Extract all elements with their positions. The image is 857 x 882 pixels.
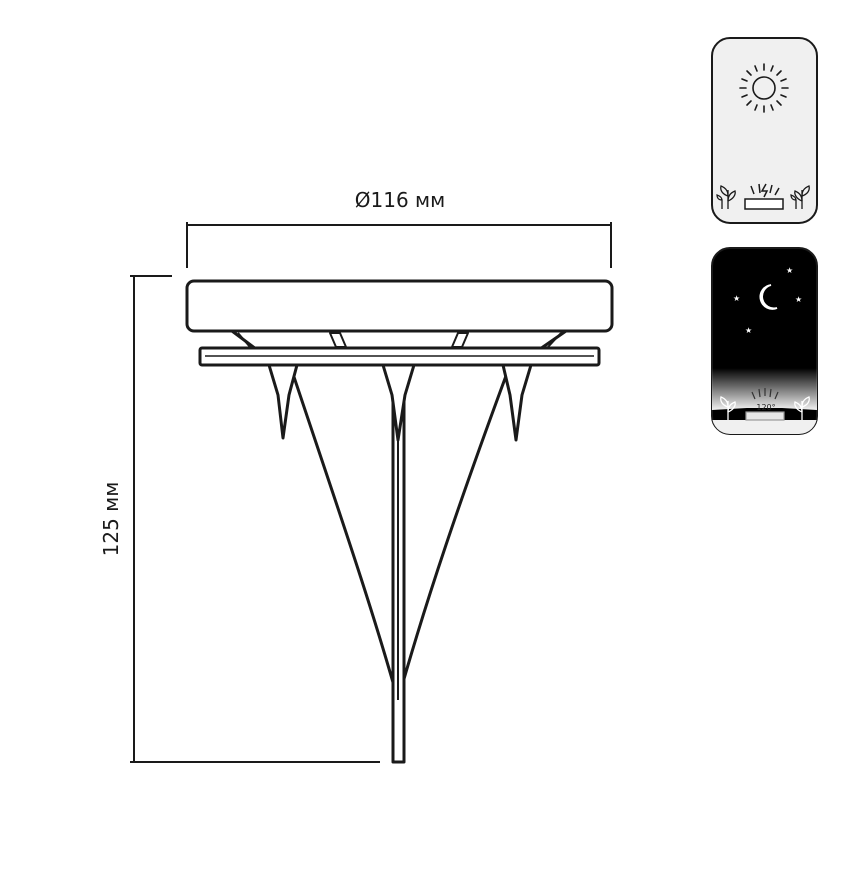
height-dimension xyxy=(130,275,380,763)
lit-lamp-icon xyxy=(745,388,785,421)
solar-lamp-outline xyxy=(185,279,614,764)
diameter-label: Ø116 мм xyxy=(355,188,445,212)
night-plant-icon-left xyxy=(720,396,736,420)
sun-icon xyxy=(739,63,789,113)
night-plant-icon-right xyxy=(794,396,810,420)
plant-icon-left xyxy=(716,185,736,209)
stake-wedge-left xyxy=(267,363,299,440)
svg-text:★: ★ xyxy=(733,294,740,303)
svg-text:★: ★ xyxy=(795,295,802,304)
stake-wedge-right xyxy=(501,363,533,442)
stake-wedge-center xyxy=(381,363,416,442)
star-icons: ★ ★ ★ ★ xyxy=(733,266,802,335)
beam-angle-label: 120° xyxy=(756,403,775,412)
diameter-dimension xyxy=(186,222,612,268)
svg-text:★: ★ xyxy=(745,326,752,335)
svg-text:★: ★ xyxy=(786,266,793,275)
lamp-cap xyxy=(185,279,614,333)
charging-lamp-icon xyxy=(744,183,784,210)
day-mode-badge xyxy=(711,37,818,224)
lamp-lens xyxy=(230,329,568,351)
moon-icon xyxy=(759,284,778,310)
height-label: 125 мм xyxy=(99,482,123,557)
night-mode-badge: ★ ★ ★ ★ 120° xyxy=(711,247,818,435)
plant-icon-right xyxy=(790,185,810,209)
